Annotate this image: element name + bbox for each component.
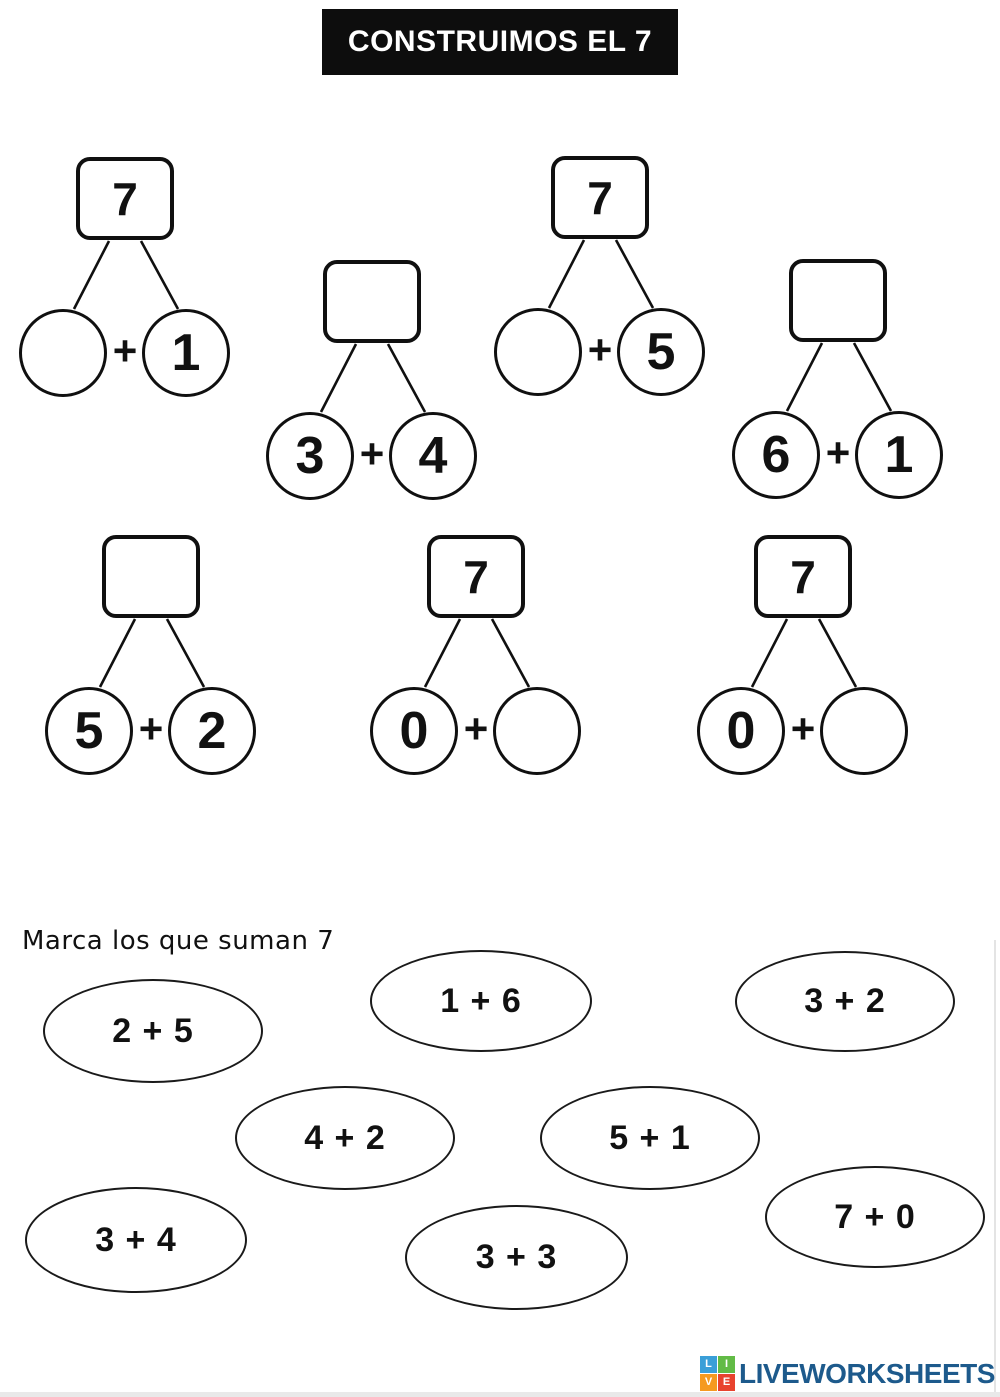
sum-option-4+2[interactable]: 4 + 2: [235, 1086, 455, 1190]
bond-total-box: 7: [427, 535, 525, 618]
bond-part-circle: 5: [45, 687, 133, 775]
bond-total-box: 7: [76, 157, 174, 240]
plus-sign: +: [790, 705, 816, 752]
bond-part-circle: 1: [855, 411, 943, 499]
number-bond-7: 7 0 +: [692, 535, 914, 780]
liveworksheets-logo-text: LIVEWORKSHEETS: [739, 1358, 995, 1389]
logo-tile-l: L: [700, 1356, 717, 1373]
sum-option-2+5[interactable]: 2 + 5: [43, 979, 263, 1083]
number-bond-6: 7 0 +: [365, 535, 587, 780]
plus-sign: +: [587, 326, 613, 373]
bond-part-circle: 1: [142, 309, 230, 397]
bond-total-box: 7: [754, 535, 852, 618]
bond-part-circle: 3: [266, 412, 354, 500]
logo-tile-i: I: [718, 1356, 735, 1373]
plus-sign: +: [138, 705, 164, 752]
bond-part-circle: 6: [732, 411, 820, 499]
number-bond-1: 7 + 1: [14, 157, 236, 402]
bond-total-box-empty[interactable]: [789, 259, 887, 342]
bond-part-circle: 0: [370, 687, 458, 775]
number-bond-4: 6 + 1: [727, 259, 949, 504]
sum-option-7+0[interactable]: 7 + 0: [765, 1166, 985, 1268]
bond-total-box-empty[interactable]: [102, 535, 200, 618]
bond-part-circle-empty[interactable]: [19, 309, 107, 397]
bond-part-circle-empty[interactable]: [494, 308, 582, 396]
liveworksheets-logo-icon: L I V E: [700, 1356, 736, 1392]
bond-total-box-empty[interactable]: [323, 260, 421, 343]
bond-part-circle-empty[interactable]: [820, 687, 908, 775]
bond-total-box: 7: [551, 156, 649, 239]
sum-option-3+4[interactable]: 3 + 4: [25, 1187, 247, 1293]
logo-tile-e: E: [718, 1374, 735, 1391]
number-bond-3: 7 + 5: [489, 156, 711, 401]
plus-sign: +: [825, 429, 851, 476]
number-bond-5: 5 + 2: [40, 535, 262, 780]
sum-option-3+2[interactable]: 3 + 2: [735, 951, 955, 1052]
plus-sign: +: [463, 705, 489, 752]
bond-part-circle: 0: [697, 687, 785, 775]
bond-part-circle: 5: [617, 308, 705, 396]
sum-option-5+1[interactable]: 5 + 1: [540, 1086, 760, 1190]
instruction-text: Marca los que suman 7: [22, 926, 335, 956]
sum-option-1+6[interactable]: 1 + 6: [370, 950, 592, 1052]
liveworksheets-logo[interactable]: L I V E LIVEWORKSHEETS: [700, 1355, 995, 1393]
sum-option-3+3[interactable]: 3 + 3: [405, 1205, 628, 1310]
plus-sign: +: [359, 430, 385, 477]
page-bottom-edge: [0, 1392, 1000, 1397]
worksheet-title: CONSTRUIMOS EL 7: [322, 9, 678, 75]
bond-part-circle: 4: [389, 412, 477, 500]
logo-tile-v: V: [700, 1374, 717, 1391]
plus-sign: +: [112, 327, 138, 374]
bond-part-circle-empty[interactable]: [493, 687, 581, 775]
page-edge-line: [994, 940, 996, 1397]
bond-part-circle: 2: [168, 687, 256, 775]
number-bond-2: 3 + 4: [261, 260, 483, 505]
